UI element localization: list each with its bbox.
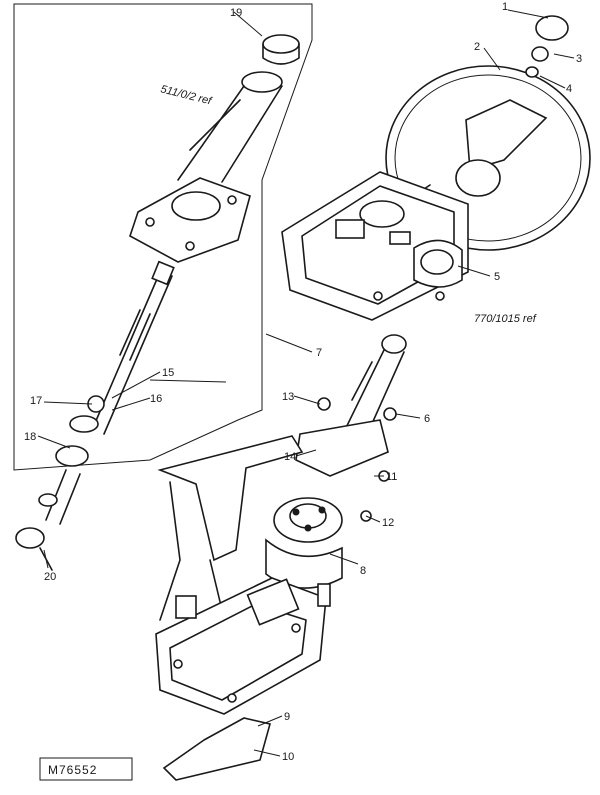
- callout-14: 14: [284, 451, 296, 463]
- figure-id-box: M76552: [39, 757, 133, 781]
- callout-6: 6: [424, 413, 430, 425]
- reference-note-lower: 770/1015 ref: [474, 313, 537, 325]
- figure-id: M76552: [48, 763, 97, 777]
- callout-10: 10: [282, 751, 294, 763]
- lower-steering-shaft: [15, 260, 175, 571]
- callout-4: 4: [566, 83, 572, 95]
- reference-note-upper: 511/0/2 ref: [159, 83, 213, 107]
- callout-1: 1: [502, 1, 508, 13]
- main-steering-column: [295, 334, 407, 522]
- instrument-panel: [281, 171, 469, 321]
- callout-5: 5: [494, 271, 500, 283]
- callout-9: 9: [284, 711, 290, 723]
- callout-7: 7: [316, 347, 322, 359]
- callout-11: 11: [386, 471, 397, 483]
- callout-2: 2: [474, 41, 480, 53]
- callout-3: 3: [576, 53, 582, 65]
- callout-16: 16: [150, 393, 162, 405]
- callout-15: 15: [162, 367, 174, 379]
- support-frame: [155, 435, 331, 781]
- callout-labels: 1 2 3 4 5 6 7 8 9 10 11 12 13 14 15 16 1…: [24, 1, 582, 763]
- callout-18: 18: [24, 431, 36, 443]
- upper-column-tube: [129, 34, 300, 263]
- inset-frame: [13, 3, 313, 471]
- callout-19: 19: [230, 7, 242, 19]
- steering-valve: [265, 497, 343, 589]
- callout-8: 8: [360, 565, 366, 577]
- callout-13: 13: [282, 391, 294, 403]
- callout-17: 17: [30, 395, 42, 407]
- leader-lines: [37, 9, 575, 757]
- callout-12: 12: [382, 517, 394, 529]
- callout-20: 20: [44, 571, 56, 583]
- steering-wheel: [385, 15, 591, 251]
